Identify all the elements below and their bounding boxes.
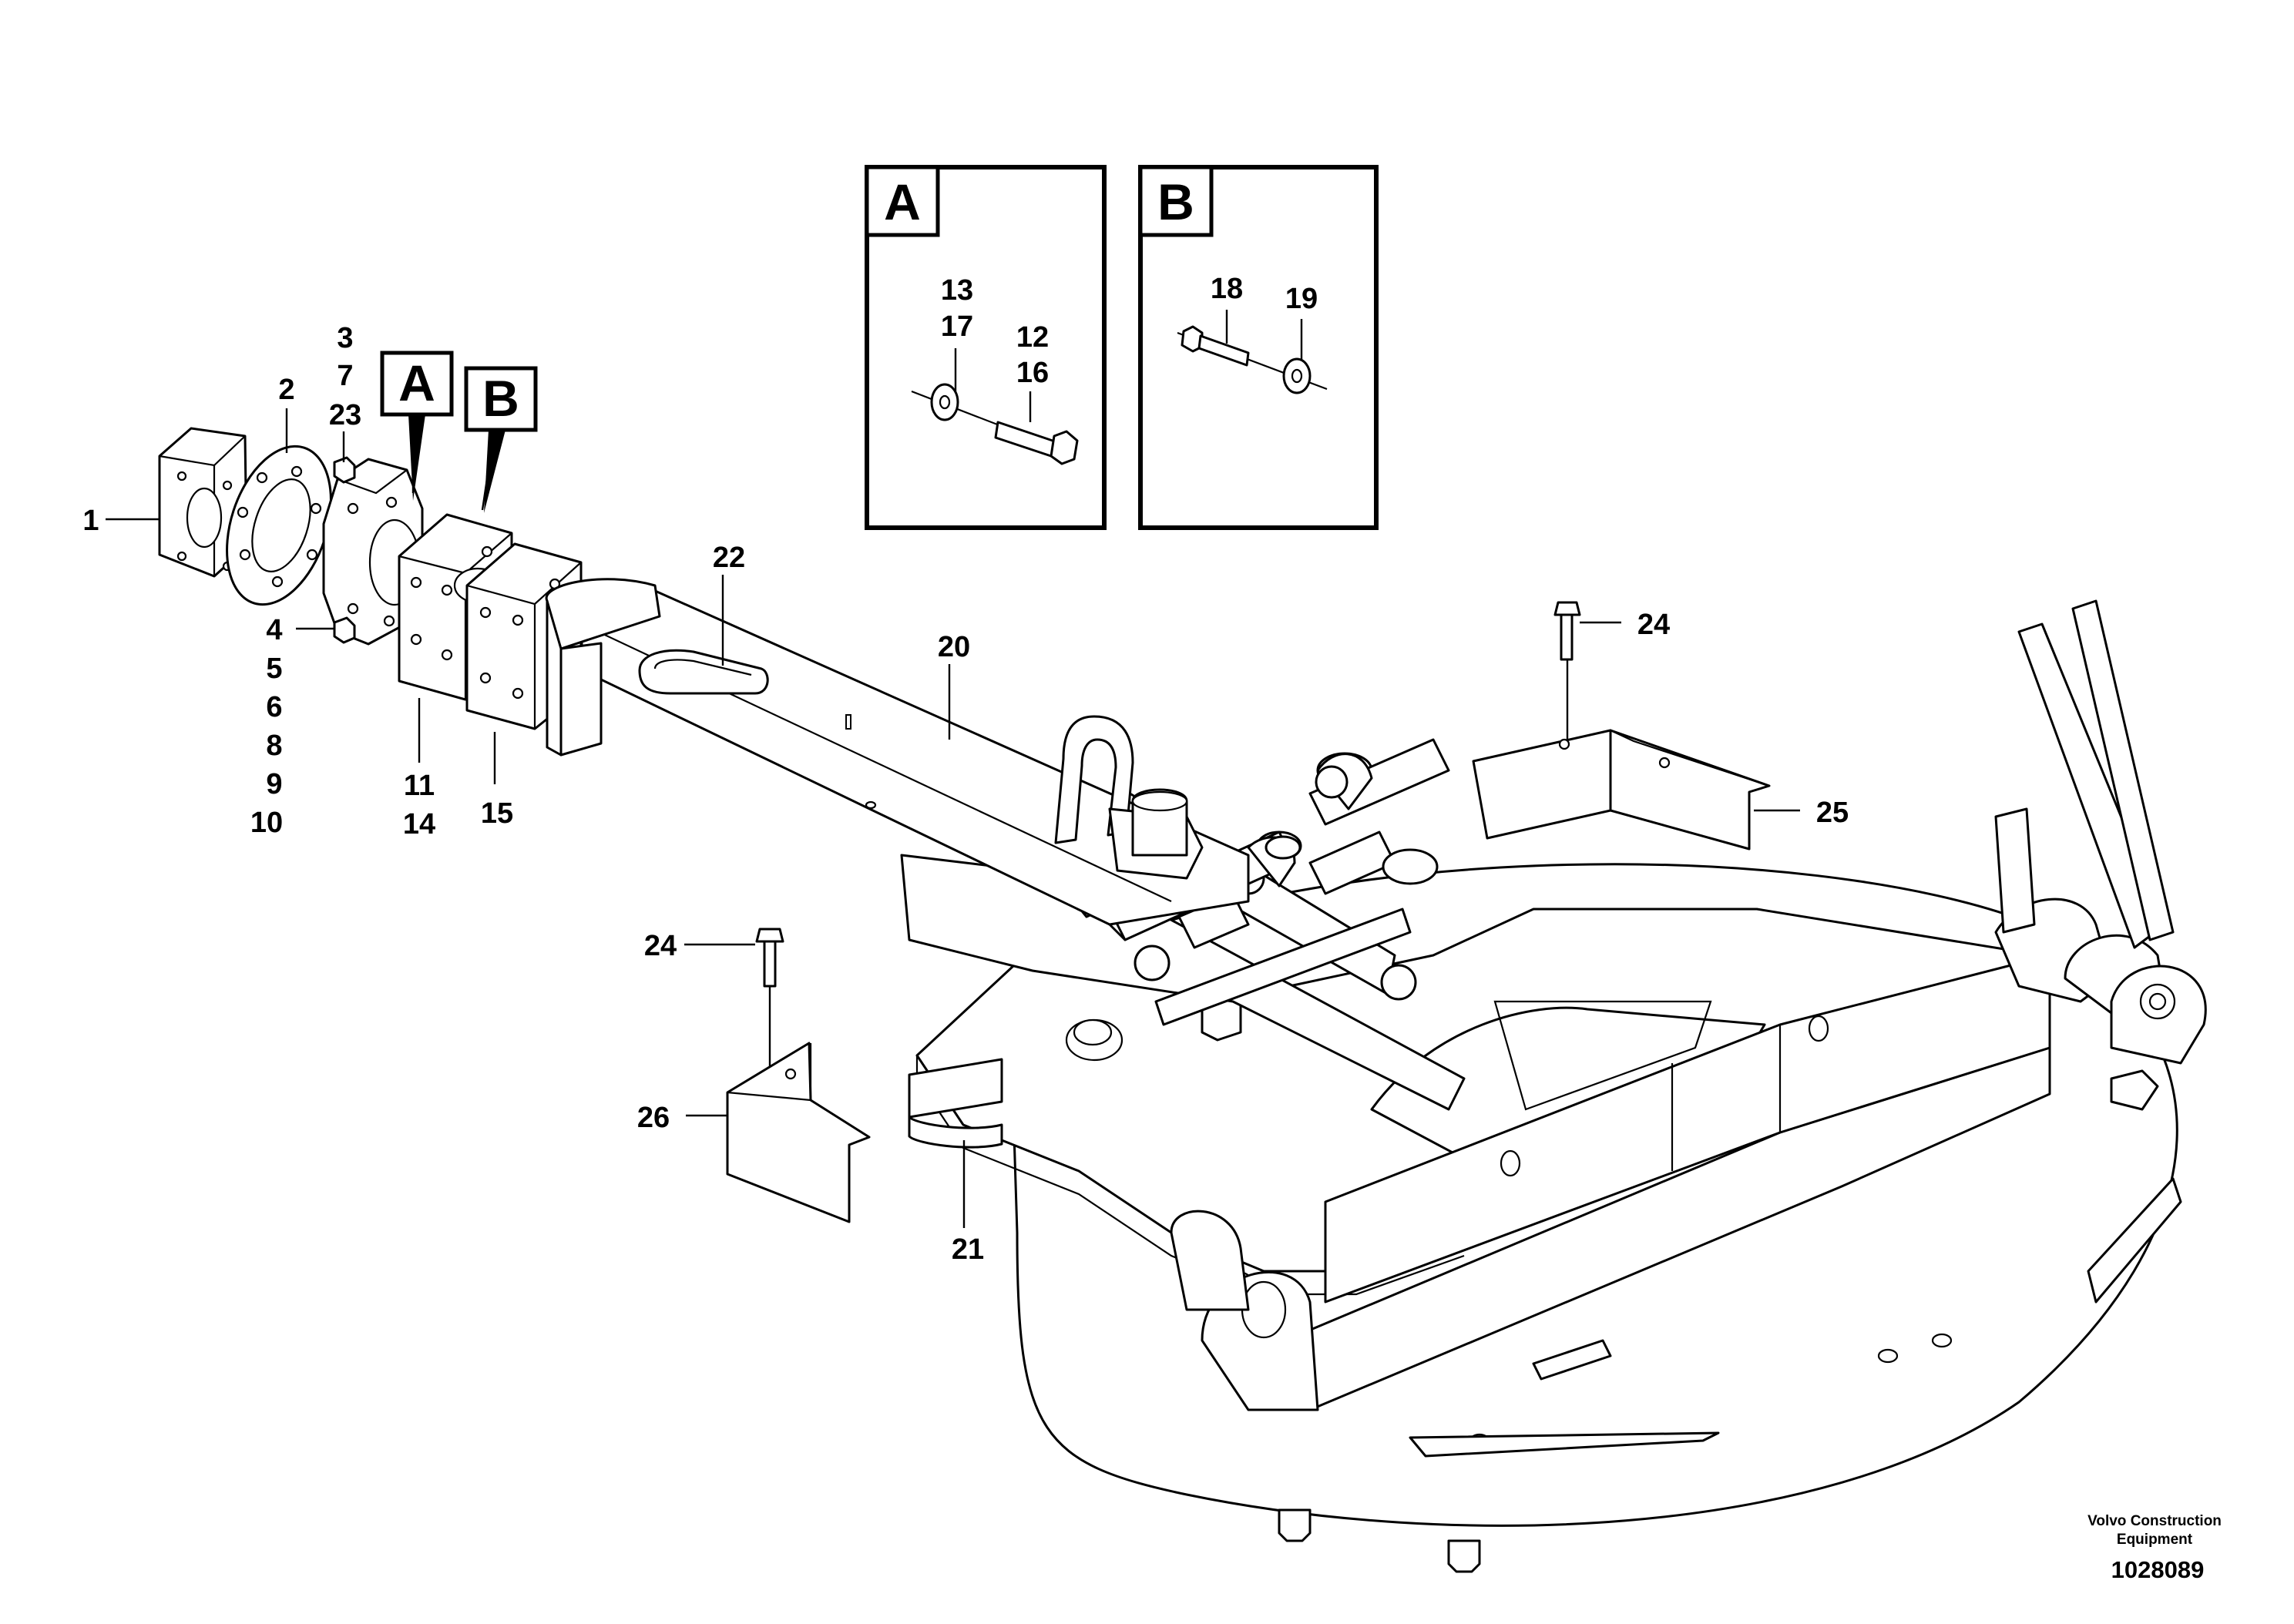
label-15: 15 [481, 797, 513, 830]
label-10: 10 [250, 807, 283, 839]
label-2: 2 [278, 374, 294, 406]
label-6: 6 [266, 691, 282, 723]
frame-right-pivot [1994, 898, 2207, 1111]
drawing-credit: Volvo Construction Equipment 1028089 [2087, 1513, 2222, 1583]
detail-a-tag: A [884, 173, 921, 230]
label-25: 25 [1816, 797, 1849, 829]
label-11: 11 [404, 770, 435, 802]
tag-b-text: B [482, 370, 519, 427]
label-24-right: 24 [1637, 609, 1670, 641]
label-7: 7 [337, 360, 353, 392]
detail-b-label-19: 19 [1285, 283, 1318, 315]
detail-a-label-16: 16 [1016, 357, 1049, 389]
label-4: 4 [266, 614, 282, 646]
detail-b-bolt-washer [1177, 310, 1328, 394]
part-22-slot-cover [638, 649, 769, 695]
frame-u-bracket [1054, 715, 1204, 880]
detail-a-label-12: 12 [1016, 321, 1049, 354]
label-24-left: 24 [644, 930, 677, 962]
label-26: 26 [637, 1102, 670, 1134]
tag-a-marker: A [380, 351, 454, 501]
credit-company-line2: Equipment [2117, 1532, 2193, 1548]
tag-b-marker: B [464, 366, 538, 513]
frame-bottom-plate [908, 1058, 1481, 1573]
label-9: 9 [266, 768, 282, 800]
detail-a-washer-bolt [911, 348, 1079, 465]
credit-company-line1: Volvo Construction [2087, 1513, 2222, 1529]
part-1-plate [158, 427, 248, 578]
label-21: 21 [952, 1233, 984, 1266]
detail-b-label-18: 18 [1211, 273, 1243, 305]
detail-b-tag: B [1157, 173, 1194, 230]
label-22: 22 [713, 542, 745, 574]
detail-box-a: A 13 17 12 16 [865, 165, 1107, 530]
detail-box-b: B 18 19 [1138, 165, 1379, 530]
drawing-number: 1028089 [2111, 1556, 2205, 1583]
detail-a-label-13: 13 [941, 274, 973, 307]
label-8: 8 [266, 730, 282, 762]
part-26-guard-plate [726, 1042, 871, 1223]
detail-a-label-17: 17 [941, 310, 973, 343]
label-5: 5 [266, 653, 282, 685]
part-25-guard-plate [1472, 729, 1771, 851]
label-14: 14 [403, 808, 435, 841]
part-24-bolt-left [755, 928, 784, 1066]
label-20: 20 [938, 631, 970, 663]
frame-crossbeam [1170, 954, 2051, 1411]
part-labels: 1 2 3 7 23 4 5 6 8 9 10 11 14 15 22 20 2… [82, 322, 1849, 1266]
label-1: 1 [82, 505, 99, 537]
tag-a-text: A [398, 354, 435, 411]
label-3: 3 [337, 322, 353, 354]
label-23: 23 [329, 399, 361, 431]
frame-boom-struts [1994, 599, 2175, 949]
part-24-bolt-right [1553, 601, 1581, 744]
